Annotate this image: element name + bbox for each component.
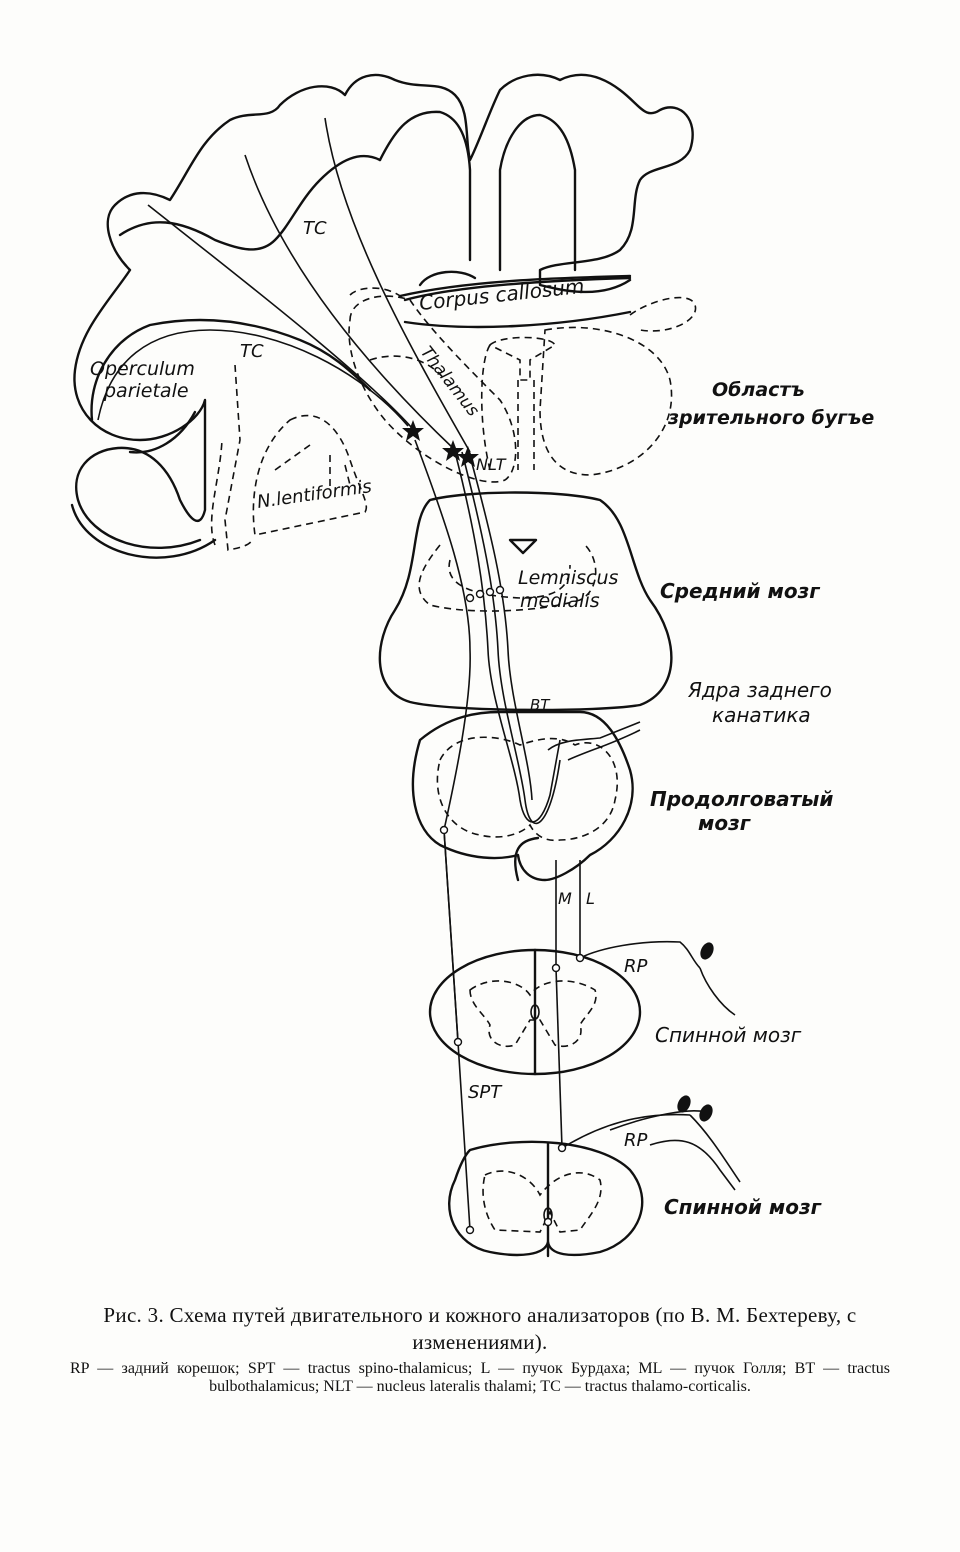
medulla-oblongata — [411, 710, 634, 882]
label-lemniscus-2: medialis — [520, 590, 600, 612]
thalamus-region — [348, 295, 673, 483]
synapse-circles — [439, 585, 585, 1235]
label-m: M — [558, 889, 572, 908]
label-rp-lower: RP — [624, 1130, 648, 1151]
corpus-callosum — [349, 274, 697, 332]
neuron-stars — [402, 420, 479, 467]
label-lemniscus-1: Lemniscus — [518, 567, 618, 589]
label-medulla-1: Продолговатый — [650, 787, 833, 811]
label-region-2: зрительного бугъе — [667, 407, 874, 429]
label-spt: SPT — [468, 1082, 503, 1103]
sensory-pathway-diagram: TC TC Corpus callosum Thalamus Operculum… — [70, 73, 874, 1258]
label-thalamus: Thalamus — [416, 343, 483, 421]
diagram-labels: TC TC Corpus callosum Thalamus Operculum… — [90, 218, 874, 1219]
spinal-cord-lower — [448, 1140, 644, 1258]
label-nuclei-1: Ядра заднего — [687, 678, 832, 702]
label-medulla-2: мозг — [698, 811, 751, 835]
spinal-cord-upper — [428, 948, 642, 1076]
label-operculum-1: Operculum — [90, 358, 195, 380]
figure-caption-title: Рис. 3. Схема путей двигательного и кожн… — [103, 1303, 857, 1354]
label-rp-upper: RP — [624, 956, 648, 977]
label-spinal-lower: Спинной мозг — [664, 1195, 822, 1219]
label-spinal-upper: Спинной мозг — [655, 1023, 802, 1047]
cerebral-cortex — [70, 73, 694, 559]
label-lentiformis: N.lentiformis — [256, 476, 373, 513]
label-tc-left: TC — [240, 341, 264, 362]
ganglion-cells — [677, 942, 714, 1122]
label-nlt: NLT — [476, 455, 507, 474]
label-region-1: Областъ — [712, 379, 805, 401]
label-bt: BT — [530, 696, 551, 714]
label-nuclei-2: канатика — [712, 703, 811, 727]
label-tc-top: TC — [303, 218, 327, 239]
nerve-tracts — [97, 117, 741, 1231]
label-midbrain: Средний мозг — [660, 579, 820, 603]
nucleus-lentiformis — [210, 364, 368, 551]
label-l: L — [586, 889, 595, 908]
figure-caption-legend: RP — задний корешок; SPT — tractus spino… — [70, 1360, 890, 1395]
label-corpus-callosum: Corpus callosum — [418, 274, 585, 315]
label-operculum-2: parietale — [103, 380, 189, 402]
